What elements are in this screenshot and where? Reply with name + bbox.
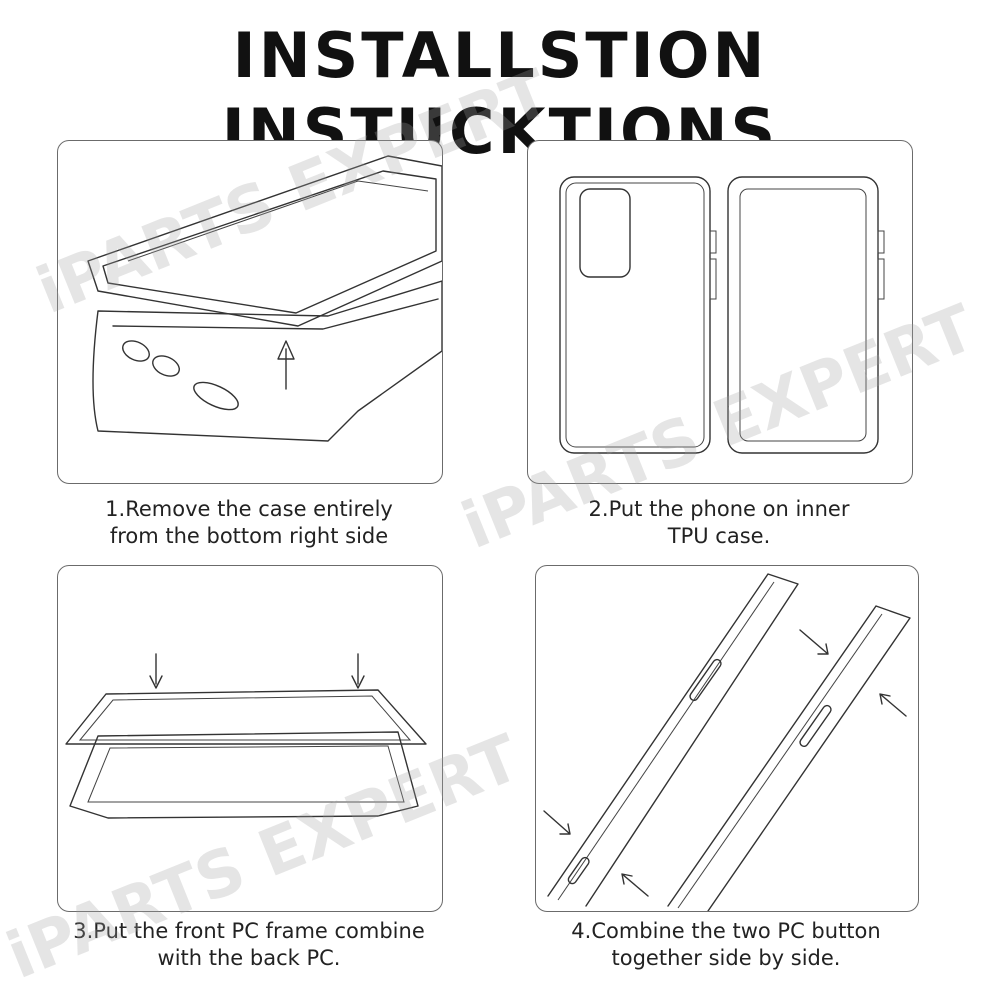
step-3-caption-line1: 3.Put the front PC frame combine — [73, 919, 425, 943]
step-4-caption-line2: together side by side. — [611, 946, 841, 970]
step-3-caption-line2: with the back PC. — [157, 946, 341, 970]
step-3-illustration-panel — [57, 565, 443, 912]
step-1-illustration-panel — [57, 140, 443, 484]
step-2-caption-line1: 2.Put the phone on inner — [588, 497, 850, 521]
page-title: INSTALLSTION INSTUCKTIONS — [221, 19, 779, 168]
step-2-caption: 2.Put the phone on inner TPU case. — [527, 496, 911, 550]
side-by-side-drawing — [543, 573, 911, 911]
step-4-caption: 4.Combine the two PC button together sid… — [535, 918, 917, 972]
step-1-caption-line1: 1.Remove the case entirely — [105, 497, 393, 521]
step-3-caption: 3.Put the front PC frame combine with th… — [57, 918, 441, 972]
step-2-caption-line2: TPU case. — [667, 524, 771, 548]
step-4-illustration-panel — [535, 565, 919, 912]
frame-combine-drawing — [65, 653, 427, 819]
case-removal-drawing — [87, 155, 442, 442]
step-2-illustration-panel — [527, 140, 913, 484]
step-1-caption: 1.Remove the case entirely from the bott… — [57, 496, 441, 550]
tpu-case-drawing — [559, 176, 885, 454]
step-1-caption-line2: from the bottom right side — [109, 524, 389, 548]
step-4-caption-line1: 4.Combine the two PC button — [571, 919, 881, 943]
